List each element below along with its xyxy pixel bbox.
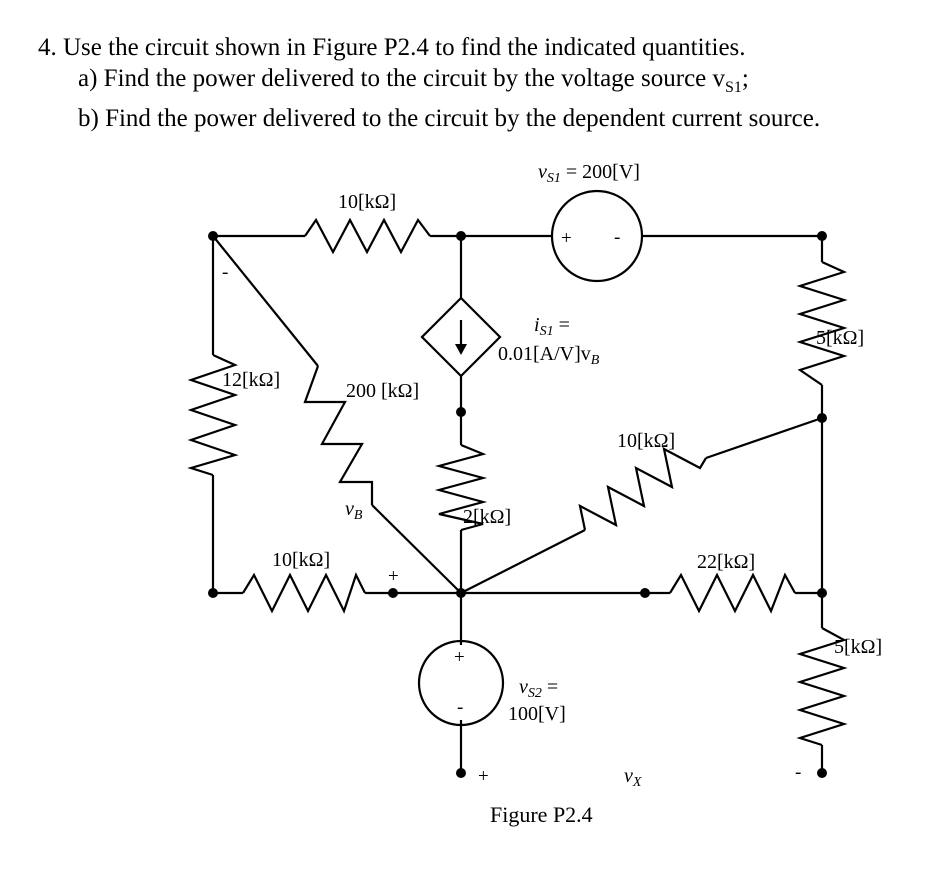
resistor-mid-right bbox=[578, 446, 707, 531]
figure-caption: Figure P2.4 bbox=[490, 802, 593, 827]
part-a-text: a) Find the power delivered to the circu… bbox=[78, 65, 726, 92]
is1-label: iS1 = bbox=[534, 314, 570, 339]
part-a-subscript: S1 bbox=[725, 79, 742, 96]
vs2-value: 100[V] bbox=[508, 703, 566, 725]
left-minus-sign: - bbox=[222, 262, 228, 283]
nodes bbox=[208, 231, 827, 778]
vs1-minus-sign: - bbox=[614, 227, 620, 248]
resistor-bottom-left bbox=[242, 572, 366, 614]
resistor-center bbox=[434, 443, 488, 532]
problem-part-b: b) Find the power delivered to the circu… bbox=[78, 105, 821, 132]
voltage-source-s2: + - bbox=[417, 639, 505, 727]
resistor-center-label: 2[kΩ] bbox=[463, 506, 511, 528]
vb-plus-sign: + bbox=[388, 566, 399, 587]
resistor-diagonal bbox=[303, 365, 374, 505]
resistor-diagonal-label: 200 [kΩ] bbox=[346, 380, 419, 402]
resistor-left bbox=[187, 353, 239, 477]
resistor-right-bottom-label: 5[kΩ] bbox=[834, 636, 882, 658]
voltage-source-s1: + - bbox=[550, 189, 644, 283]
wires bbox=[211, 234, 824, 773]
vx-plus-sign: + bbox=[478, 766, 489, 787]
vs2-plus-sign: + bbox=[454, 647, 465, 668]
vs1-plus-sign: + bbox=[561, 228, 572, 249]
vs1-label: vS1 = 200[V] bbox=[538, 161, 640, 186]
resistor-top bbox=[304, 217, 431, 255]
resistor-right-top bbox=[796, 260, 848, 386]
vx-label: vX bbox=[624, 765, 642, 790]
problem-statement: 4. Use the circuit shown in Figure P2.4 … bbox=[38, 32, 820, 134]
vb-label: vB bbox=[345, 498, 363, 523]
vs2-minus-sign: - bbox=[457, 697, 463, 718]
vs2-label: vS2 = bbox=[519, 676, 558, 701]
resistor-bottom-right-label: 22[kΩ] bbox=[697, 551, 755, 573]
resistor-right-top-label: 5[kΩ] bbox=[816, 327, 864, 349]
part-a-end: ; bbox=[741, 65, 749, 92]
problem-part-a: a) Find the power delivered to the circu… bbox=[38, 63, 820, 103]
resistor-top-label: 10[kΩ] bbox=[338, 191, 396, 213]
resistor-right-bottom bbox=[796, 627, 848, 747]
dependent-current-source bbox=[420, 296, 502, 378]
problem-title: 4. Use the circuit shown in Figure P2.4 … bbox=[38, 34, 746, 61]
resistor-left-label: 12[kΩ] bbox=[222, 369, 280, 391]
resistor-mid-right-label: 10[kΩ] bbox=[617, 430, 675, 452]
resistor-bottom-right bbox=[669, 572, 796, 614]
is1-expression: 0.01[A/V]vB bbox=[498, 343, 600, 368]
resistor-bottom-left-label: 10[kΩ] bbox=[272, 549, 330, 571]
vx-minus-sign: - bbox=[795, 762, 801, 783]
